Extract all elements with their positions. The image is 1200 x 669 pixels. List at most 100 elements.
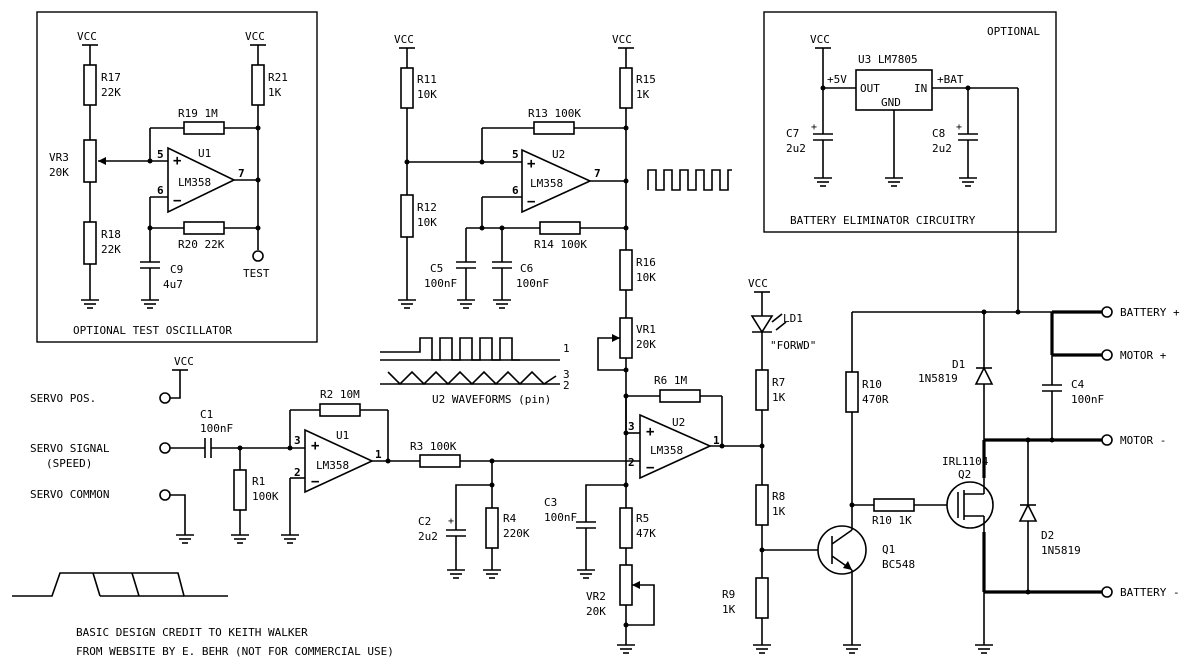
opamp-u1-osc bbox=[167, 146, 236, 214]
c8-label: C8 bbox=[932, 127, 945, 140]
potentiometer-vr3 bbox=[83, 139, 97, 183]
motor-minus-terminal[interactable] bbox=[1101, 434, 1113, 446]
resistor-r5 bbox=[619, 507, 633, 549]
q2-value: IRL1104 bbox=[942, 455, 989, 468]
servo-common-terminal[interactable] bbox=[159, 489, 171, 501]
d1-label: D1 bbox=[952, 358, 965, 371]
d2-value: 1N5819 bbox=[1041, 544, 1081, 557]
c8-value: 2u2 bbox=[932, 142, 952, 155]
resistor-r8 bbox=[755, 484, 769, 526]
vr1-label: VR1 bbox=[636, 323, 656, 336]
resistor-r4 bbox=[485, 507, 499, 549]
r6-label: R6 1M bbox=[654, 374, 687, 387]
resistor-r9 bbox=[755, 577, 769, 619]
pin-label: 2 bbox=[294, 466, 301, 479]
waveforms-label: U2 WAVEFORMS (pin) bbox=[432, 393, 551, 406]
resistor-r20 bbox=[183, 221, 225, 235]
test-point[interactable] bbox=[252, 250, 264, 262]
u2-waveforms: 1 3 2 U2 WAVEFORMS (pin) bbox=[380, 337, 570, 406]
resistor-r10-1k bbox=[873, 498, 915, 512]
servo-pos-terminal[interactable] bbox=[159, 392, 171, 404]
servo-pulse-icon bbox=[12, 572, 228, 597]
r16-value: 10K bbox=[636, 271, 656, 284]
c5-value: 100nF bbox=[424, 277, 457, 290]
r3-label: R3 100K bbox=[410, 440, 457, 453]
resistor-r1 bbox=[233, 469, 247, 511]
bec-frame bbox=[763, 11, 1057, 233]
mosfet-q2 bbox=[946, 481, 994, 529]
q2-label: Q2 bbox=[958, 468, 971, 481]
q1-label: Q1 bbox=[882, 543, 895, 556]
c7-value: 2u2 bbox=[786, 142, 806, 155]
ld1-forwd-label: "FORWD" bbox=[770, 339, 816, 352]
resistor-r15 bbox=[619, 67, 633, 109]
resistor-r7 bbox=[755, 369, 769, 411]
c2-value: 2u2 bbox=[418, 530, 438, 543]
test-oscillator-block: OPTIONAL TEST OSCILLATOR VCC R17 22K VR3… bbox=[36, 11, 318, 343]
u1-label: U1 bbox=[198, 147, 211, 160]
motor-plus-terminal[interactable] bbox=[1101, 349, 1113, 361]
vcc-label: VCC bbox=[612, 33, 632, 46]
oscillator-frame bbox=[36, 11, 318, 343]
c1-label: C1 bbox=[200, 408, 213, 421]
vcc-label: VCC bbox=[810, 33, 830, 46]
svg-text:+: + bbox=[311, 438, 319, 454]
r11-label: R11 bbox=[417, 73, 437, 86]
triangle-oscillator: VCC R11 10K R12 10K R13 100K + − U2 LM35… bbox=[394, 33, 732, 433]
vr2-label: VR2 bbox=[586, 590, 606, 603]
q1-value: BC548 bbox=[882, 558, 915, 571]
c9-label: C9 bbox=[170, 263, 183, 276]
r10-label: R10 bbox=[862, 378, 882, 391]
battery-minus-terminal[interactable] bbox=[1101, 586, 1113, 598]
battery-plus-terminal[interactable] bbox=[1101, 306, 1113, 318]
r7-value: 1K bbox=[772, 391, 786, 404]
c7-label: C7 bbox=[786, 127, 799, 140]
potentiometer-vr1 bbox=[619, 317, 633, 359]
c4-label: C4 bbox=[1071, 378, 1085, 391]
comparator: + − U2 LM358 3 2 1 R6 1M C3 100nF R5 47K… bbox=[544, 374, 762, 654]
bec-title: BATTERY ELIMINATOR CIRCUITRY bbox=[790, 214, 976, 227]
servo-common-label[interactable]: SERVO COMMON bbox=[30, 488, 109, 501]
pin-label: 2 bbox=[628, 456, 635, 469]
opamp-u2-osc bbox=[521, 148, 592, 214]
svg-text:+: + bbox=[527, 156, 535, 172]
r10-value: 470R bbox=[862, 393, 889, 406]
r7-label: R7 bbox=[772, 376, 785, 389]
r17-label: R17 bbox=[101, 71, 121, 84]
battery-eliminator-block: OPTIONAL BATTERY ELIMINATOR CIRCUITRY VC… bbox=[763, 11, 1057, 312]
servo-pos-label[interactable]: SERVO POS. bbox=[30, 392, 96, 405]
oscillator-title: OPTIONAL TEST OSCILLATOR bbox=[73, 324, 232, 337]
servo-signal-terminal[interactable] bbox=[159, 442, 171, 454]
resistor-r18 bbox=[83, 221, 97, 265]
r8-label: R8 bbox=[772, 490, 785, 503]
r18-label: R18 bbox=[101, 228, 121, 241]
u3-gnd-label: GND bbox=[881, 96, 901, 109]
input-buffer: C1 100nF R1 100K + − U1 LM358 3 2 1 R2 1… bbox=[170, 388, 640, 579]
resistor-r21 bbox=[251, 64, 265, 106]
vcc-label: VCC bbox=[245, 30, 265, 43]
pin-label: 7 bbox=[238, 167, 245, 180]
led-ld1-icon bbox=[750, 315, 774, 334]
svg-text:+: + bbox=[811, 122, 817, 133]
potentiometer-vr2 bbox=[619, 564, 633, 606]
r15-value: 1K bbox=[636, 88, 650, 101]
c3-label: C3 bbox=[544, 496, 557, 509]
svg-text:−: − bbox=[173, 193, 181, 209]
vr3-label: VR3 bbox=[49, 151, 69, 164]
resistor-r17 bbox=[83, 64, 97, 106]
r4-label: R4 bbox=[503, 512, 517, 525]
vcc-label: VCC bbox=[174, 355, 194, 368]
u3-label: U3 LM7805 bbox=[858, 53, 918, 66]
u1-label: U1 bbox=[336, 429, 349, 442]
resistor-r19 bbox=[183, 121, 225, 135]
r12-label: R12 bbox=[417, 201, 437, 214]
c2-label: C2 bbox=[418, 515, 431, 528]
r10b-label: R10 1K bbox=[872, 514, 912, 527]
vr2-value: 20K bbox=[586, 605, 606, 618]
diode-d2 bbox=[1018, 503, 1038, 522]
r5-value: 47K bbox=[636, 527, 656, 540]
resistor-r10-470r bbox=[845, 371, 859, 413]
servo-signal-label[interactable]: SERVO SIGNAL bbox=[30, 442, 110, 455]
resistor-r12 bbox=[400, 194, 414, 238]
